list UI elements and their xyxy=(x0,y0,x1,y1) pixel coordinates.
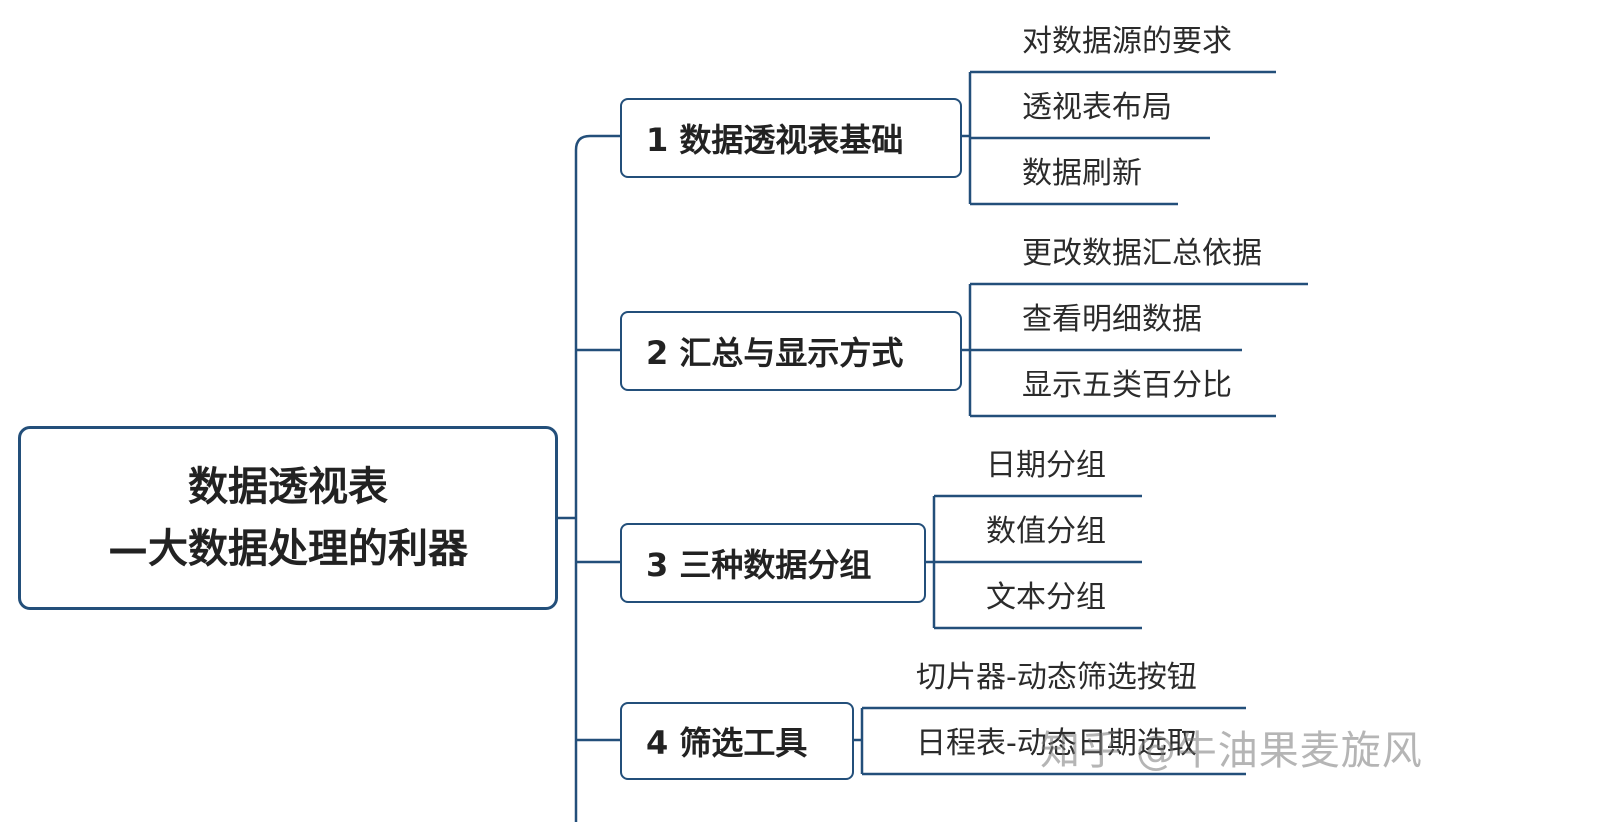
branch-node-4[interactable]: 4 筛选工具 xyxy=(620,702,854,780)
leaf-3-3[interactable]: 文本分组 xyxy=(986,580,1106,615)
leaf-2-2[interactable]: 查看明细数据 xyxy=(1022,302,1202,337)
leaf-1-1[interactable]: 对数据源的要求 xyxy=(1022,24,1232,59)
leaf-2-3[interactable]: 显示五类百分比 xyxy=(1022,368,1232,403)
branch-node-2-label: 2 汇总与显示方式 xyxy=(646,334,904,372)
leaf-1-2[interactable]: 透视表布局 xyxy=(1022,90,1172,125)
root-title-line-1: 数据透视表 xyxy=(188,464,388,510)
leaf-4-2[interactable]: 日程表-动态日期选取 xyxy=(916,726,1197,761)
branch-node-1[interactable]: 1 数据透视表基础 xyxy=(620,98,962,178)
spine-line xyxy=(574,134,620,822)
watermark: 知乎 @牛油果麦旋风 xyxy=(1040,728,1423,774)
root-node[interactable]: 数据透视表 —大数据处理的利器 xyxy=(18,426,558,610)
branch-node-4-label: 4 筛选工具 xyxy=(646,724,808,762)
leaf-3-2[interactable]: 数值分组 xyxy=(986,514,1106,549)
leaf-3-1[interactable]: 日期分组 xyxy=(986,448,1106,483)
leaf-2-1[interactable]: 更改数据汇总依据 xyxy=(1022,236,1262,271)
branch-node-3-label: 3 三种数据分组 xyxy=(646,546,872,584)
branch-node-1-label: 1 数据透视表基础 xyxy=(646,121,904,159)
root-title-line-2: —大数据处理的利器 xyxy=(108,526,468,572)
leaf-4-1[interactable]: 切片器-动态筛选按钮 xyxy=(916,660,1197,695)
branch-node-3[interactable]: 3 三种数据分组 xyxy=(620,523,926,603)
leaf-1-3[interactable]: 数据刷新 xyxy=(1022,156,1142,191)
branch-node-2[interactable]: 2 汇总与显示方式 xyxy=(620,311,962,391)
